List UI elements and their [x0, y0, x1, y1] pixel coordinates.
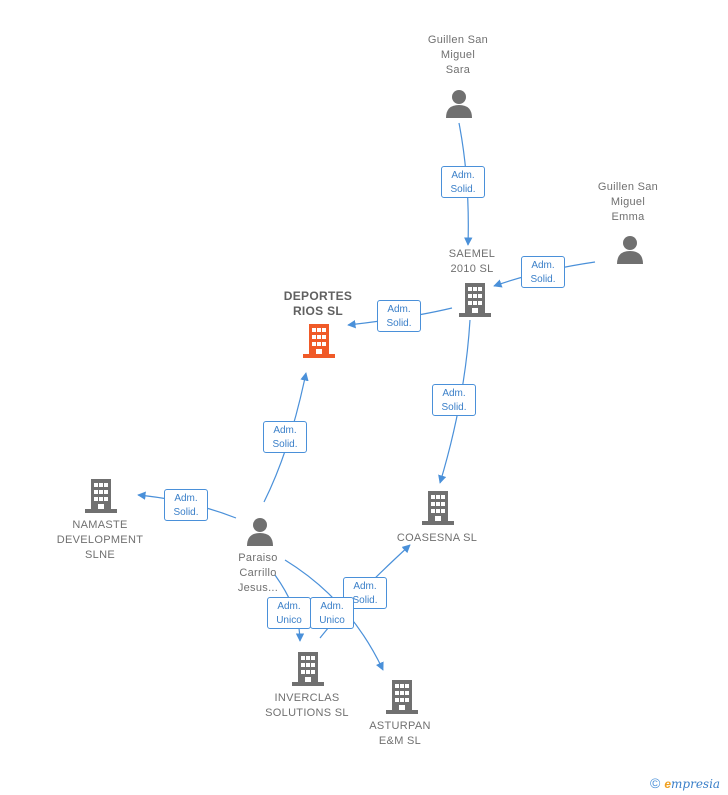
person-icon[interactable] — [246, 516, 274, 546]
edge-label-saemel-deportes: Adm. Solid. — [377, 300, 421, 332]
edge-label-paraiso-deportes: Adm. Solid. — [263, 421, 307, 453]
node-label-inverclas[interactable]: INVERCLAS SOLUTIONS SL — [265, 692, 349, 719]
edge-label-emma-saemel: Adm. Solid. — [521, 256, 565, 288]
brand-logo: ©empresia — [650, 775, 720, 791]
building-icon[interactable] — [386, 680, 418, 714]
node-label-paraiso[interactable]: Paraiso Carrillo Jesus... — [237, 552, 279, 594]
edge-label-paraiso-inverclas: Adm. Unico — [267, 597, 311, 629]
building-icon[interactable] — [292, 652, 324, 686]
copyright-icon: © — [650, 775, 661, 791]
node-label-asturpan[interactable]: ASTURPAN E&M SL — [369, 720, 431, 747]
brand-e: e — [664, 777, 672, 791]
brand-name: mpresia — [671, 777, 721, 791]
node-label-guillen-emma[interactable]: Guillen San Miguel Emma — [597, 181, 659, 223]
person-icon[interactable] — [616, 234, 644, 264]
building-icon[interactable] — [85, 479, 117, 513]
node-label-saemel[interactable]: SAEMEL 2010 SL — [448, 248, 496, 275]
node-label-coasesna[interactable]: COASESNA SL — [396, 532, 478, 544]
edge-label-sara-saemel: Adm. Solid. — [441, 166, 485, 198]
edge-label-paraiso-asturpan: Adm. Unico — [310, 597, 354, 629]
person-icon[interactable] — [445, 88, 473, 118]
building-icon-focus[interactable] — [303, 324, 335, 358]
node-label-namaste[interactable]: NAMASTE DEVELOPMENT SLNE — [56, 519, 144, 561]
node-label-guillen-sara[interactable]: Guillen San Miguel Sara — [427, 34, 489, 76]
edge-label-paraiso-namaste: Adm. Solid. — [164, 489, 208, 521]
building-icon[interactable] — [459, 283, 491, 317]
node-label-deportes[interactable]: DEPORTES RIOS SL — [283, 289, 353, 318]
edge-label-saemel-coasesna: Adm. Solid. — [432, 384, 476, 416]
edge-label-paraiso-coasesna: Adm. Solid. — [343, 577, 387, 609]
building-icon[interactable] — [422, 491, 454, 525]
